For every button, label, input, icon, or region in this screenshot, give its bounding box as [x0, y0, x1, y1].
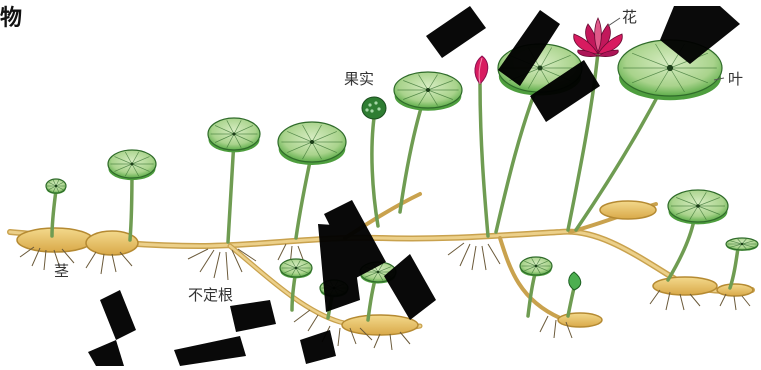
lotus-leaf-icon — [208, 118, 260, 152]
bud-icon — [475, 56, 488, 84]
sprout-bud-icon — [569, 272, 581, 290]
lotus-flower-icon — [574, 18, 623, 57]
lotus-leaf-icon — [668, 190, 728, 224]
label-leaf: 叶 — [728, 72, 743, 87]
leaves — [46, 40, 758, 297]
label-fruit: 果实 — [344, 72, 374, 87]
lotus-leaf-icon — [394, 72, 462, 111]
lotus-leaf-icon — [280, 259, 312, 278]
lotus-leaf-icon — [726, 238, 758, 251]
lotus-leaf-icon — [278, 122, 346, 165]
page-title: 物 — [0, 8, 22, 30]
lotus-leaf-icon — [520, 257, 552, 276]
label-flower: 花 — [622, 10, 637, 25]
lotus-leaf-icon — [46, 179, 66, 194]
label-stem: 茎 — [54, 264, 69, 279]
label-adventitious-root: 不定根 — [188, 288, 233, 303]
lotus-leaf-icon — [108, 150, 156, 180]
seed-pod-icon — [362, 97, 386, 119]
